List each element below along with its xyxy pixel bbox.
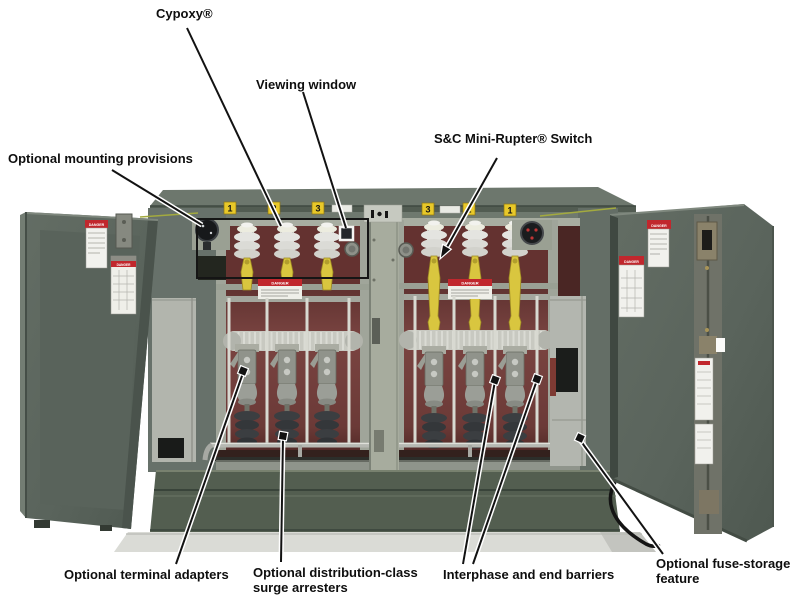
door-latch-channel <box>694 214 725 534</box>
door-danger-label: DANGER <box>647 220 671 268</box>
fuse-storage-channel-left <box>152 298 196 462</box>
mounting-provision-hub <box>192 218 230 280</box>
base-plinth <box>150 470 620 532</box>
ground-wire-right <box>539 207 617 217</box>
phase-chip: 1 <box>223 201 237 215</box>
label-viewing-window: Viewing window <box>256 77 357 92</box>
label-fuse-storage: Optional fuse-storage feature <box>656 556 791 587</box>
marker-terminal <box>236 364 250 378</box>
fuse-storage-channel-right <box>550 296 586 466</box>
marker-surge <box>277 430 289 442</box>
leader-arrowhead <box>439 243 453 261</box>
left-door: DANGER DANGER <box>20 212 159 531</box>
door-instruction-label: DANGER <box>618 256 645 318</box>
left-bay-phase-assemblies <box>229 343 340 447</box>
svg-text:1: 1 <box>507 206 512 216</box>
leader-terminal <box>175 372 244 565</box>
svg-text:3: 3 <box>425 205 430 215</box>
callout-leaders <box>110 26 666 565</box>
concrete-pad <box>114 532 656 552</box>
interior: DANGER DANGER <box>152 204 586 478</box>
ground-wire-left <box>139 212 199 218</box>
phase-chip: 3 <box>421 202 435 216</box>
svg-text:1: 1 <box>227 204 232 214</box>
leader-fuse-storage <box>579 439 664 555</box>
leader-interphase-2 <box>472 379 538 565</box>
cable-boot <box>504 386 526 408</box>
label-interphase-barriers: Interphase and end barriers <box>443 567 615 582</box>
vent-grilles <box>344 241 414 258</box>
phase-chip: 3 <box>311 201 325 215</box>
door-foot <box>34 520 50 528</box>
cabinet: DANGER DANGER <box>114 187 656 552</box>
leader-interphase-1 <box>462 380 496 565</box>
leader-surge <box>280 436 284 563</box>
label-mini-rupter-switch: S&C Mini-Rupter® Switch <box>434 131 593 146</box>
label-cypoxy: Cypoxy® <box>156 6 213 21</box>
center-mullion <box>369 212 399 472</box>
danger-word: DANGER <box>461 280 478 285</box>
phase-chip: 1 <box>503 203 517 217</box>
label-surge-arresters: Optional distribution-class surge arrest… <box>253 565 418 596</box>
danger-word: DANGER <box>271 280 288 285</box>
cable-boot <box>423 386 445 408</box>
marker-fuse-storage <box>573 431 587 445</box>
right-bay-phase-assemblies <box>416 345 528 449</box>
marker-interphase-1 <box>488 373 502 387</box>
svg-text:DANGER: DANGER <box>117 263 132 267</box>
cable-boot <box>316 384 338 406</box>
bay-danger-plate: DANGER <box>258 279 302 299</box>
latch-keeper-slot <box>716 338 725 352</box>
leader-lines <box>111 27 664 565</box>
cable-boot <box>464 386 486 408</box>
leader-end-markers <box>236 364 587 445</box>
svg-text:3: 3 <box>315 204 320 214</box>
viewing-window <box>338 225 355 242</box>
svg-text:DANGER: DANGER <box>651 224 667 228</box>
switch-blade <box>240 257 254 291</box>
svg-text:DANGER: DANGER <box>89 223 105 227</box>
door-danger-label: DANGER <box>85 220 108 269</box>
marker-interphase-2 <box>530 372 544 386</box>
door-foot <box>100 525 112 531</box>
leader-viewing-window <box>302 91 347 229</box>
latch-labels <box>694 357 714 465</box>
svg-text:DANGER: DANGER <box>624 260 639 264</box>
right-door: DANGER DANGER <box>608 204 774 548</box>
bay-danger-plate: DANGER <box>448 279 492 299</box>
label-mounting-provisions: Optional mounting provisions <box>8 151 193 166</box>
switch-blade <box>320 257 334 291</box>
door-hinge <box>115 213 133 249</box>
leader-cypoxy <box>186 27 282 227</box>
center-top-bracket <box>363 204 403 223</box>
interphase-end-barriers <box>227 296 539 446</box>
door-instruction-label: DANGER <box>110 255 137 315</box>
switch-compartment-outline <box>196 218 369 279</box>
id-strip <box>439 205 461 214</box>
cable-boot <box>276 384 298 406</box>
operator-hub <box>512 220 552 250</box>
label-terminal-adapters: Optional terminal adapters <box>64 567 229 582</box>
leader-mounting <box>111 169 203 226</box>
leader-mini-rupter <box>446 157 498 248</box>
